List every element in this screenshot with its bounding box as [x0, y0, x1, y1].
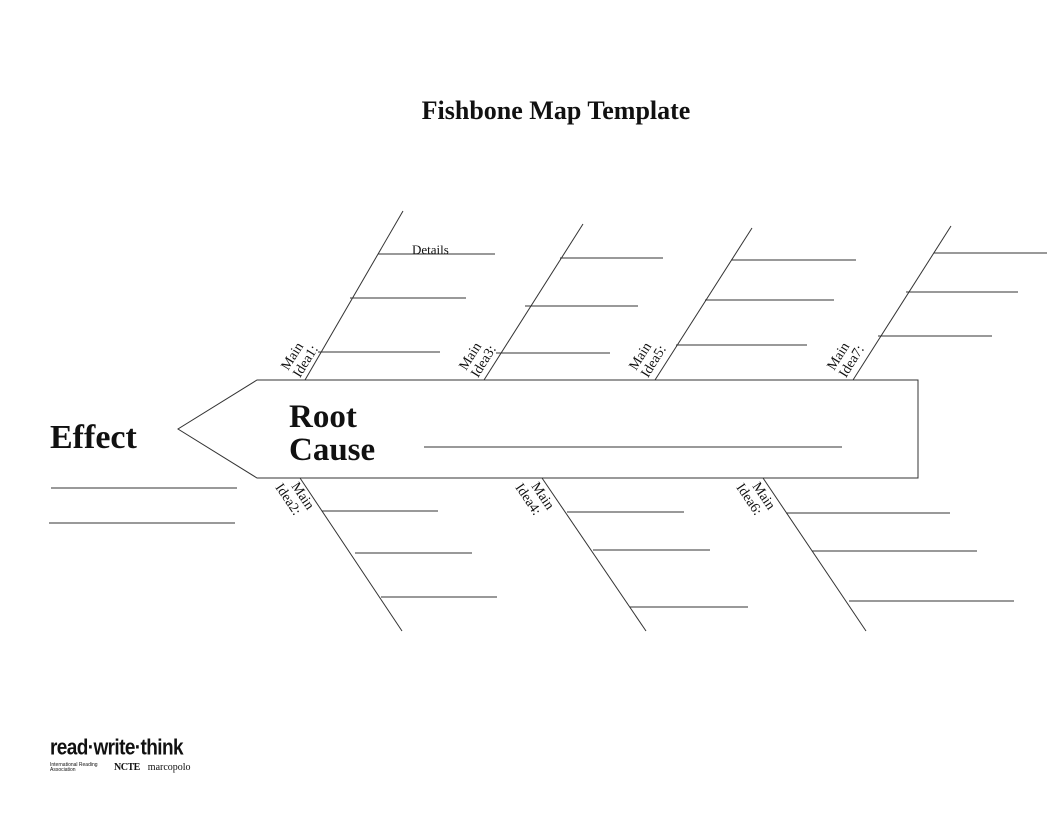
marcopolo-logo: marcopolo	[147, 762, 191, 773]
bone-main-idea-7	[852, 225, 952, 381]
effect-label: Effect	[50, 419, 138, 456]
ira-logo: International Reading Association	[50, 761, 98, 773]
ncte-logo: NCTE	[114, 762, 140, 773]
bone-main-idea-5	[654, 227, 753, 381]
bone-main-idea-6	[762, 477, 867, 632]
bone-main-idea-1	[304, 210, 404, 381]
bone-main-idea-2	[299, 477, 403, 632]
logo-partners: International Reading Association NCTE m…	[50, 762, 210, 773]
bone-main-idea-4	[541, 477, 647, 632]
root-cause-label-line2: Cause	[289, 432, 375, 468]
details-label: Details	[412, 242, 449, 257]
logo-wordmark: read·write·think	[50, 735, 184, 760]
bone-main-idea-3	[483, 223, 584, 381]
page-title: Fishbone Map Template	[421, 96, 691, 125]
root-cause-label-line1: Root	[289, 399, 357, 435]
readwritethink-logo: read·write·think International Reading A…	[50, 735, 210, 773]
spine-arrow	[177, 379, 919, 479]
